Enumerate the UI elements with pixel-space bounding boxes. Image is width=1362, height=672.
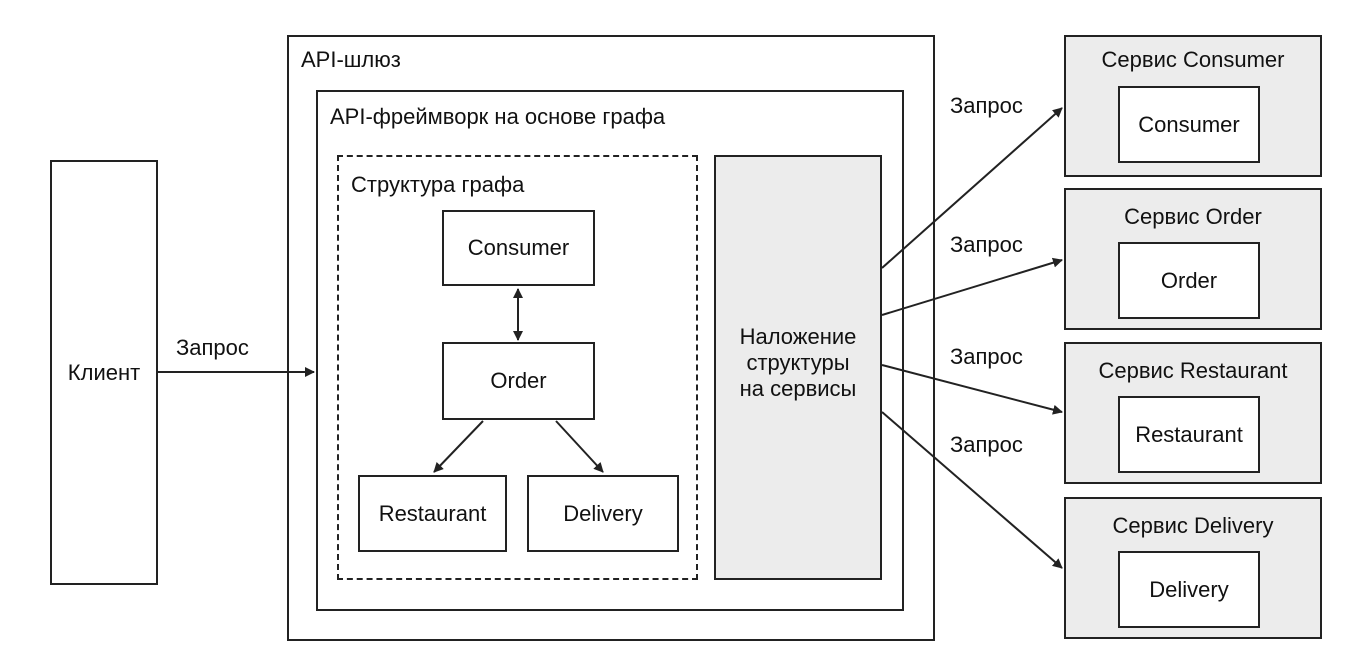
graph-node-delivery: Delivery (527, 475, 679, 552)
graph-structure-title: Структура графа (351, 172, 525, 197)
service-restaurant-inner: Restaurant (1118, 396, 1260, 473)
graph-node-restaurant: Restaurant (358, 475, 507, 552)
service-restaurant-title: Сервис Restaurant (1098, 358, 1288, 383)
graph-node-order-label: Order (490, 368, 547, 393)
graph-node-delivery-label: Delivery (563, 500, 643, 526)
service-delivery-box: Сервис Delivery Delivery (1064, 497, 1322, 639)
service-consumer-inner: Consumer (1118, 86, 1260, 163)
graph-node-consumer-label: Consumer (467, 235, 570, 260)
mapping-box: Наложение структуры на сервисы (714, 155, 882, 580)
graph-node-consumer: Consumer (442, 210, 595, 286)
client-label: Клиент (67, 359, 141, 385)
api-gateway-title: API-шлюз (301, 47, 401, 72)
request-label-delivery: Запрос (950, 432, 1023, 457)
service-consumer-title: Сервис Consumer (1101, 47, 1285, 72)
graph-structure-box: Структура графа (337, 155, 698, 580)
graph-node-restaurant-label: Restaurant (378, 500, 487, 526)
client-box: Клиент (50, 160, 158, 585)
client-request-label: Запрос (176, 335, 249, 360)
graph-node-order: Order (442, 342, 595, 420)
service-delivery-inner-label: Delivery (1149, 576, 1229, 602)
service-consumer-inner-label: Consumer (1138, 111, 1240, 137)
mapping-line-1: Наложение (739, 324, 857, 349)
service-restaurant-box: Сервис Restaurant Restaurant (1064, 342, 1322, 484)
service-consumer-box: Сервис Consumer Consumer (1064, 35, 1322, 177)
service-restaurant-inner-label: Restaurant (1135, 421, 1243, 447)
service-delivery-inner: Delivery (1118, 551, 1260, 628)
framework-title: API-фреймворк на основе графа (330, 104, 666, 129)
service-order-box: Сервис Order Order (1064, 188, 1322, 330)
service-order-inner-label: Order (1160, 267, 1218, 293)
mapping-line-3: на сервисы (739, 376, 857, 401)
request-label-restaurant: Запрос (950, 344, 1023, 369)
service-order-inner: Order (1118, 242, 1260, 319)
request-label-consumer: Запрос (950, 93, 1023, 118)
request-label-order: Запрос (950, 232, 1023, 257)
mapping-line-2: структуры (746, 350, 850, 375)
service-order-title: Сервис Order (1124, 204, 1262, 229)
service-delivery-title: Сервис Delivery (1112, 513, 1274, 538)
